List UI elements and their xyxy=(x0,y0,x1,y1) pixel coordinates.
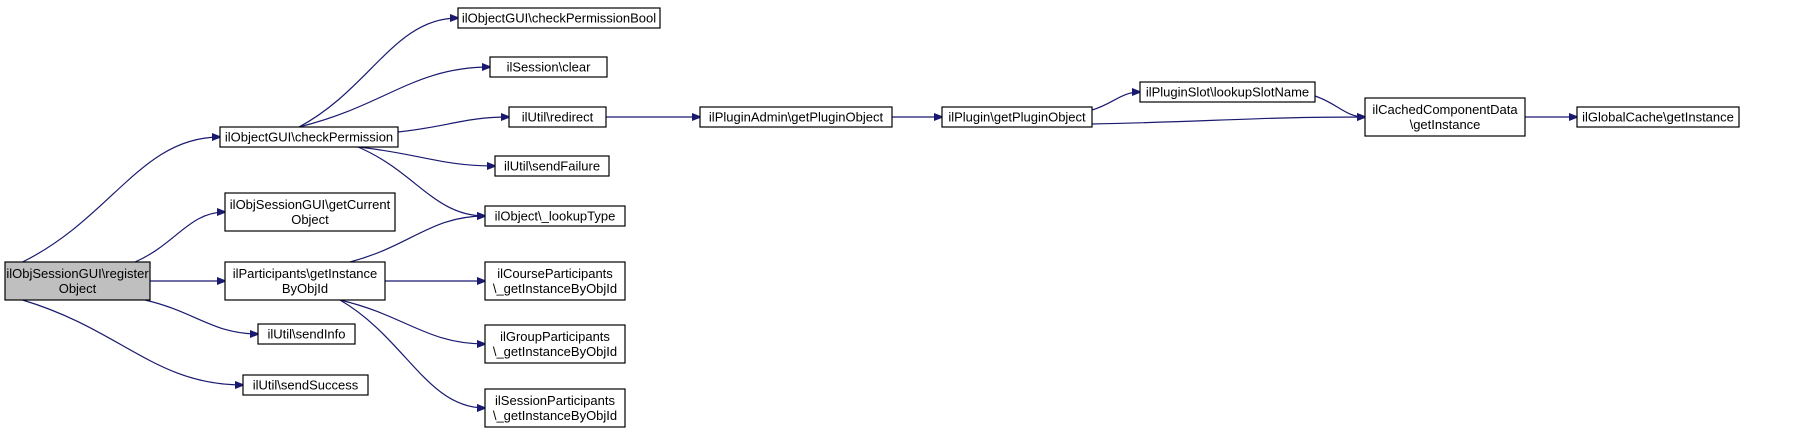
nodes-layer: ilObjSessionGUI\registerObjectilObjectGU… xyxy=(4,7,1740,428)
node-label: ilObject\_lookupType xyxy=(495,209,616,224)
edge-arrow xyxy=(339,299,485,408)
edge-arrow xyxy=(349,216,485,263)
node-label: ilUtil\sendSuccess xyxy=(253,378,359,393)
edge-checkPerm-to-sessClear xyxy=(298,67,490,128)
node-label: ilObjSessionGUI\getCurrent xyxy=(230,197,391,212)
edge-root-to-checkPerm xyxy=(22,137,221,263)
node-label: ilSession\clear xyxy=(507,60,591,75)
edge-checkPerm-to-sendFailure xyxy=(357,146,495,166)
node-box xyxy=(224,192,396,232)
edge-arrow xyxy=(339,299,485,344)
node-label: ByObjId xyxy=(282,281,328,296)
edge-arrow xyxy=(298,67,490,128)
node-label: ilObjSessionGUI\register xyxy=(6,266,149,281)
node-label: ilUtil\sendInfo xyxy=(267,327,345,342)
node-checkPermBool[interactable]: ilObjectGUI\checkPermissionBool xyxy=(457,7,661,29)
node-box xyxy=(224,261,386,301)
node-box xyxy=(508,106,607,128)
node-label: ilSessionParticipants xyxy=(495,393,615,408)
node-sessClear[interactable]: ilSession\clear xyxy=(489,56,608,78)
node-label: \getInstance xyxy=(1410,117,1481,132)
edge-arrow xyxy=(22,299,244,385)
node-label: \_getInstanceByObjId xyxy=(493,408,617,423)
node-box xyxy=(699,106,893,128)
node-label: ilUtil\redirect xyxy=(522,110,594,125)
node-label: ilGlobalCache\getInstance xyxy=(1582,110,1734,125)
node-globalCache[interactable]: ilGlobalCache\getInstance xyxy=(1576,106,1740,128)
node-label: ilPlugin\getPluginObject xyxy=(948,110,1086,125)
edge-root-to-sendSuccess xyxy=(22,299,244,385)
node-box xyxy=(219,126,399,148)
edge-partGetInst-to-lookupType xyxy=(349,216,485,263)
node-courseP[interactable]: ilCourseParticipants\_getInstanceByObjId xyxy=(484,261,626,301)
node-cached[interactable]: ilCachedComponentData\getInstance xyxy=(1364,97,1526,137)
node-partGetInst[interactable]: ilParticipants\getInstanceByObjId xyxy=(224,261,386,301)
node-box xyxy=(1576,106,1740,128)
edge-root-to-getCurrent xyxy=(134,212,225,263)
node-sendFailure[interactable]: ilUtil\sendFailure xyxy=(494,155,610,177)
node-box xyxy=(4,261,151,301)
node-label: \_getInstanceByObjId xyxy=(493,281,617,296)
node-box xyxy=(457,7,661,29)
node-box xyxy=(484,205,626,227)
node-label: ilPluginSlot\lookupSlotName xyxy=(1146,85,1309,100)
node-label: ilUtil\sendFailure xyxy=(504,159,600,174)
node-box xyxy=(941,106,1093,128)
node-plugin[interactable]: ilPlugin\getPluginObject xyxy=(941,106,1093,128)
node-box xyxy=(494,155,610,177)
edge-root-to-sendInfo xyxy=(144,299,258,334)
edge-plugin-to-cached xyxy=(1091,117,1365,125)
node-groupP[interactable]: ilGroupParticipants\_getInstanceByObjId xyxy=(484,324,626,364)
edge-checkPerm-to-checkPermBool xyxy=(298,18,458,128)
edge-partGetInst-to-groupP xyxy=(339,299,485,344)
node-label: ilPluginAdmin\getPluginObject xyxy=(709,110,884,125)
node-label: Object xyxy=(291,212,329,227)
edge-arrow xyxy=(144,299,258,334)
edge-arrow xyxy=(1314,95,1365,117)
node-box xyxy=(1364,97,1526,137)
node-lookupType[interactable]: ilObject\_lookupType xyxy=(484,205,626,227)
node-box xyxy=(242,374,369,396)
edge-arrow xyxy=(397,117,509,133)
node-checkPerm[interactable]: ilObjectGUI\checkPermission xyxy=(219,126,399,148)
node-label: ilObjectGUI\checkPermission xyxy=(225,130,393,145)
edge-arrow xyxy=(22,137,221,263)
node-sessionP[interactable]: ilSessionParticipants\_getInstanceByObjI… xyxy=(484,388,626,428)
node-label: ilGroupParticipants xyxy=(500,329,610,344)
node-label: ilParticipants\getInstance xyxy=(233,266,378,281)
node-box xyxy=(484,261,626,301)
node-label: ilCourseParticipants xyxy=(497,266,613,281)
edge-plugin-to-slot xyxy=(1091,92,1140,111)
node-box xyxy=(484,324,626,364)
node-label: Object xyxy=(59,281,97,296)
node-sendInfo[interactable]: ilUtil\sendInfo xyxy=(257,323,356,345)
edge-arrow xyxy=(357,146,495,166)
node-pluginAdmin[interactable]: ilPluginAdmin\getPluginObject xyxy=(699,106,893,128)
edge-slot-to-cached xyxy=(1314,95,1365,117)
edge-arrow xyxy=(298,18,458,128)
edge-partGetInst-to-sessionP xyxy=(339,299,485,408)
node-redirect[interactable]: ilUtil\redirect xyxy=(508,106,607,128)
node-sendSuccess[interactable]: ilUtil\sendSuccess xyxy=(242,374,369,396)
node-label: ilCachedComponentData xyxy=(1372,102,1518,117)
edge-checkPerm-to-lookupType xyxy=(357,146,485,216)
edge-arrow xyxy=(1091,92,1140,111)
node-label: ilObjectGUI\checkPermissionBool xyxy=(462,11,656,26)
node-label: \_getInstanceByObjId xyxy=(493,344,617,359)
node-box xyxy=(1139,81,1316,103)
edge-checkPerm-to-redirect xyxy=(397,117,509,133)
edge-arrow xyxy=(134,212,225,263)
node-box xyxy=(257,323,356,345)
node-slot[interactable]: ilPluginSlot\lookupSlotName xyxy=(1139,81,1316,103)
edge-arrow xyxy=(1091,117,1365,125)
edges-layer xyxy=(22,18,1578,408)
node-box xyxy=(489,56,608,78)
edge-arrow xyxy=(357,146,485,216)
node-box xyxy=(484,388,626,428)
